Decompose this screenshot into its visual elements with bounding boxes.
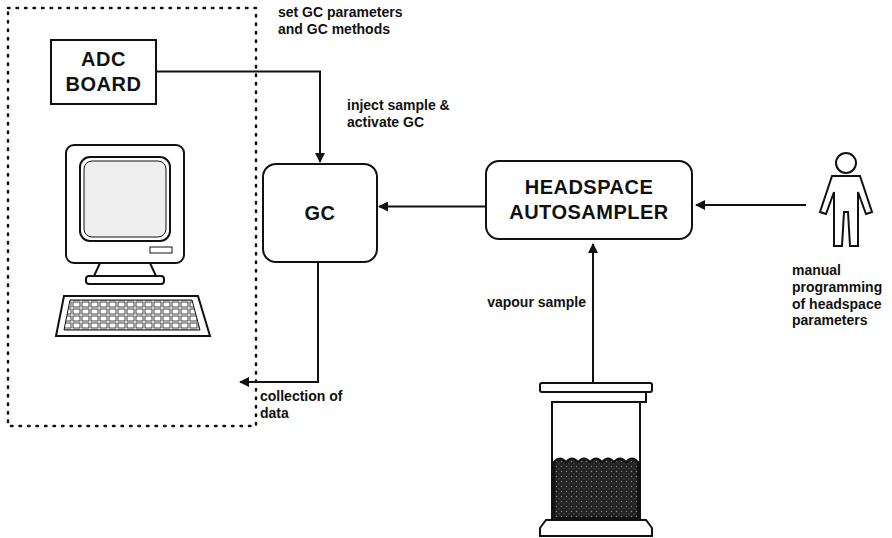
- data-arrow: [240, 263, 318, 382]
- flow-arrow: [157, 72, 320, 163]
- computer-icon: [56, 145, 210, 336]
- operator-label: manual programming of headspace paramete…: [792, 262, 890, 329]
- injection-label: inject sample & activate GC: [347, 97, 472, 131]
- sample-vial: [540, 383, 652, 536]
- data-label: collection of data: [260, 388, 350, 422]
- operator-figure: [820, 153, 872, 246]
- instrument-box: GC: [262, 163, 378, 263]
- control-label: set GC parameters and GC methods: [278, 4, 408, 38]
- autosampler-box: HEADSPACE AUTOSAMPLER: [485, 160, 693, 240]
- box-text: ADC BOARD: [64, 47, 144, 97]
- box-text: GC: [305, 201, 336, 226]
- board-box: ADC BOARD: [50, 39, 157, 105]
- programming-arrow: [696, 204, 806, 206]
- vapour-arrow: [592, 244, 594, 382]
- vapour-label: vapour sample: [470, 294, 586, 311]
- flow-arrow: [379, 206, 485, 208]
- box-text: HEADSPACE AUTOSAMPLER: [497, 175, 681, 225]
